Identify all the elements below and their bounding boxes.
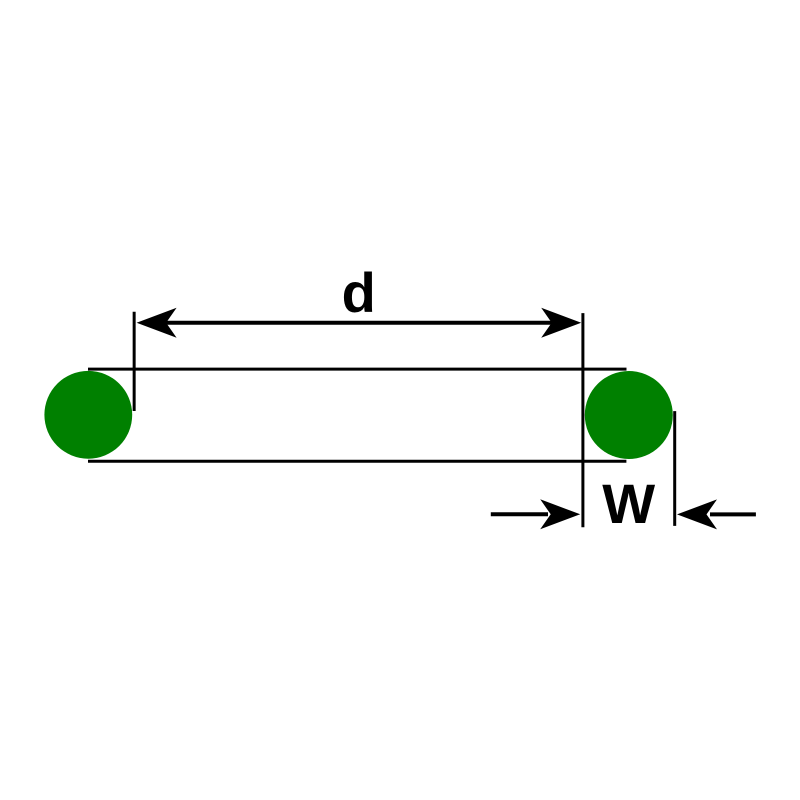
svg-text:W: W [602,472,655,535]
svg-text:d: d [342,261,376,324]
